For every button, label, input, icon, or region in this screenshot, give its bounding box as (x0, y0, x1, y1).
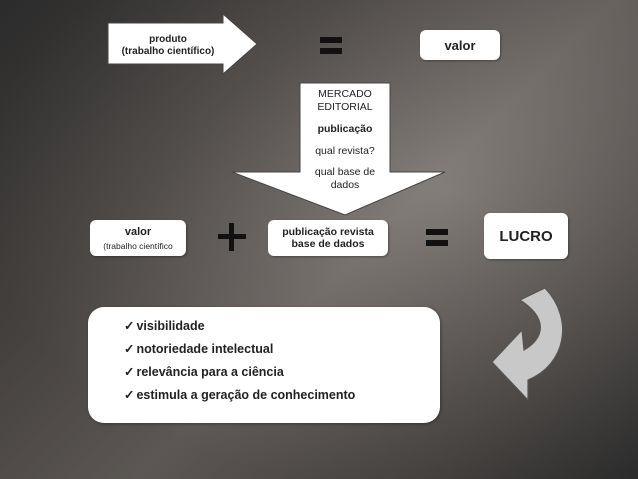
check-icon: ✓ (124, 388, 135, 402)
middle-value-box: valor (trabalho científico (90, 220, 186, 256)
publication-line1: publicação revista (282, 226, 374, 238)
product-line2: (trabalho científico) (121, 46, 215, 57)
product-label: produto (trabalho científico) (112, 34, 224, 58)
list-item: ✓estimula a geração de conhecimento (124, 386, 440, 409)
market-line2: EDITORIAL (317, 101, 373, 113)
check-icon: ✓ (124, 365, 135, 379)
market-line1: MERCADO (318, 88, 372, 100)
publication-box: publicação revista base de dados (268, 220, 388, 256)
curved-return-arrow (491, 287, 564, 402)
market-down-arrow (231, 82, 446, 216)
top-equals-sign (320, 37, 342, 54)
list-item: ✓visibilidade (124, 317, 440, 340)
publication-line2: base de dados (291, 238, 365, 250)
benefit-text: relevância para a ciência (136, 365, 284, 379)
benefits-list: ✓visibilidade ✓notoriedade intelectual ✓… (88, 307, 440, 409)
product-arrow (107, 12, 258, 76)
benefit-text: visibilidade (136, 319, 205, 333)
list-item: ✓relevância para a ciência (124, 363, 440, 386)
benefits-box: ✓visibilidade ✓notoriedade intelectual ✓… (88, 307, 440, 423)
profit-box: LUCRO (484, 213, 568, 259)
product-line1: produto (149, 34, 187, 45)
check-icon: ✓ (124, 342, 135, 356)
profit-label: LUCRO (499, 227, 553, 245)
top-value-label: valor (444, 37, 476, 53)
check-icon: ✓ (124, 319, 135, 333)
market-question2-line1: qual base de (314, 166, 376, 178)
middle-value-line2: (trabalho científico (103, 240, 173, 251)
top-value-box: valor (420, 30, 500, 60)
market-question2-line2: dados (330, 179, 360, 191)
market-editorial-text: MERCADO EDITORIAL publicação qual revist… (300, 88, 390, 192)
market-question1: qual revista? (315, 145, 375, 157)
middle-equals-sign (426, 229, 448, 246)
list-item: ✓notoriedade intelectual (124, 340, 440, 363)
plus-sign (218, 223, 246, 251)
market-publication: publicação (317, 123, 373, 135)
middle-value-line1: valor (124, 225, 152, 238)
benefit-text: estimula a geração de conhecimento (136, 388, 356, 402)
benefit-text: notoriedade intelectual (136, 342, 274, 356)
